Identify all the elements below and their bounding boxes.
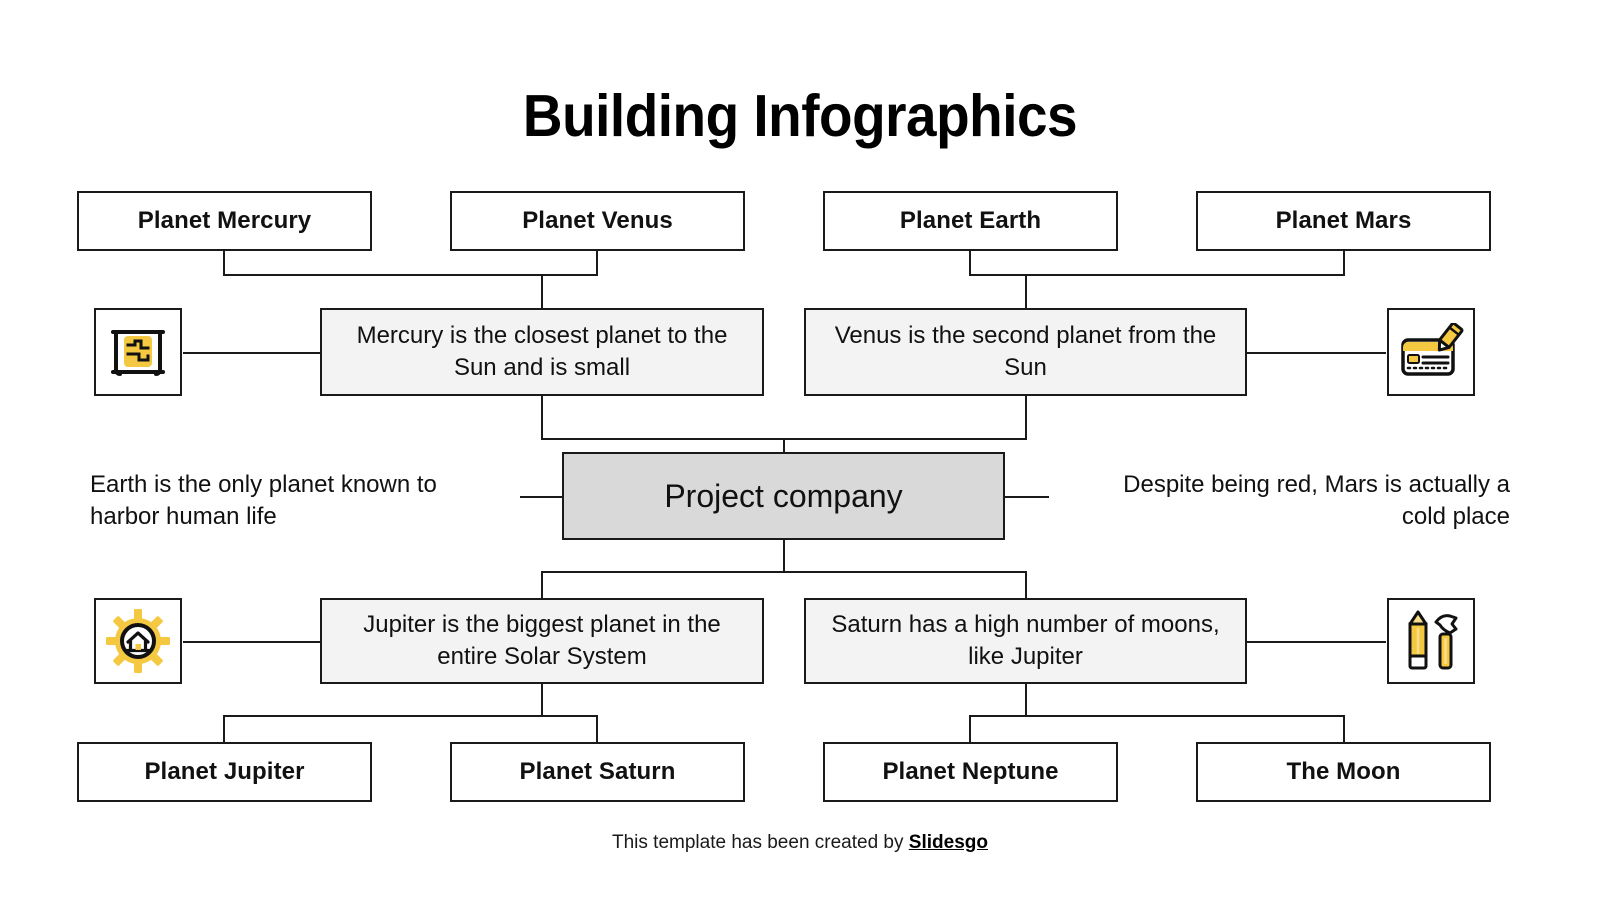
tools-icon-frame[interactable] (1387, 598, 1475, 684)
connector-neptune-label (969, 715, 971, 743)
connector-center-top-drop (783, 438, 785, 453)
description-jupiter-text: Jupiter is the biggest planet in the ent… (363, 611, 721, 670)
connector-earth-vertical (969, 250, 971, 276)
connector-permit-icon (1246, 352, 1386, 354)
blueprint-icon-frame[interactable] (94, 308, 182, 396)
permit-icon-frame[interactable] (1387, 308, 1475, 396)
planet-box-jupiter-label: Planet Jupiter (144, 758, 305, 785)
connector-center-bottom-bridge (541, 571, 1027, 573)
gear-house-icon-frame[interactable] (94, 598, 182, 684)
page-title: Building Infographics (522, 83, 1078, 149)
description-box-saturn[interactable]: Saturn has a high number of moons, like … (804, 598, 1247, 684)
description-box-mercury[interactable]: Mercury is the closest planet to the Sun… (320, 308, 764, 396)
planet-box-jupiter[interactable]: Planet Jupiter (77, 742, 372, 802)
connector-mercury-horizontal (223, 274, 541, 276)
planet-box-neptune[interactable]: Planet Neptune (823, 742, 1118, 802)
connector-blueprint-icon (183, 352, 322, 354)
connector-venus-desc-drop (1025, 274, 1027, 308)
planet-box-neptune-label: Planet Neptune (882, 758, 1059, 785)
connector-center-left (520, 496, 564, 498)
planet-box-saturn-label: Planet Saturn (519, 758, 676, 785)
connector-mars-vertical (1343, 250, 1345, 276)
side-text-mars-content: Despite being red, Mars is actually a co… (1123, 471, 1510, 530)
connector-neptune-moon-bridge (969, 715, 1345, 717)
connector-venus-desc-horizontal (969, 274, 1345, 276)
connector-center-bottom-drop (783, 540, 785, 573)
connector-gear-icon (183, 641, 322, 643)
blueprint-scroll-icon (107, 323, 169, 381)
center-node-label: Project company (664, 477, 903, 514)
connector-jupiter-label (223, 715, 225, 743)
pencil-hammer-tools-icon (1400, 610, 1462, 672)
planet-box-mercury-label: Planet Mercury (137, 207, 312, 234)
planet-box-earth-label: Planet Earth (899, 207, 1042, 234)
side-text-earth: Earth is the only planet known to harbor… (90, 469, 510, 533)
connector-mercury-vertical (223, 250, 225, 276)
connector-mercury-to-center-v (541, 396, 543, 440)
planet-box-moon-label: The Moon (1286, 758, 1401, 785)
planet-box-venus-label: Planet Venus (522, 207, 673, 234)
planet-box-mars-label: Planet Mars (1275, 207, 1412, 234)
planet-box-mercury[interactable]: Planet Mercury (77, 191, 372, 251)
connector-saturn-label (596, 715, 598, 743)
planet-box-moon[interactable]: The Moon (1196, 742, 1491, 802)
description-venus-text: Venus is the second planet from the Sun (834, 322, 1217, 381)
planet-box-saturn[interactable]: Planet Saturn (450, 742, 745, 802)
planet-box-venus[interactable]: Planet Venus (450, 191, 745, 251)
connector-to-jupiter-desc (541, 571, 543, 598)
connector-venus-vertical (596, 250, 598, 276)
side-text-mars: Despite being red, Mars is actually a co… (1090, 469, 1510, 533)
connector-to-saturn-desc (1025, 571, 1027, 598)
description-box-venus[interactable]: Venus is the second planet from the Sun (804, 308, 1247, 396)
description-box-jupiter[interactable]: Jupiter is the biggest planet in the ent… (320, 598, 764, 684)
center-node-project-company[interactable]: Project company (562, 452, 1005, 540)
side-text-earth-content: Earth is the only planet known to harbor… (90, 471, 437, 530)
footer-credit-text: This template has been created by (612, 832, 909, 853)
planet-box-mars[interactable]: Planet Mars (1196, 191, 1491, 251)
connector-center-right (1005, 496, 1049, 498)
footer-credit: This template has been created by Slides… (0, 832, 1600, 854)
connector-tools-icon (1246, 641, 1386, 643)
connector-mercury-bridge (541, 274, 598, 276)
gear-house-icon (106, 609, 170, 673)
permit-card-pencil-icon (1398, 323, 1464, 381)
slidesgo-link[interactable]: Slidesgo (908, 832, 988, 853)
connector-mercury-desc-drop (541, 274, 543, 308)
connector-jupiter-desc-drop (541, 684, 543, 717)
connector-saturn-desc-drop (1025, 684, 1027, 717)
planet-box-earth[interactable]: Planet Earth (823, 191, 1118, 251)
connector-venus-to-center-v (1025, 396, 1027, 440)
connector-jupiter-saturn-bridge (223, 715, 598, 717)
connector-moon-label (1343, 715, 1345, 743)
description-mercury-text: Mercury is the closest planet to the Sun… (356, 322, 728, 381)
description-saturn-text: Saturn has a high number of moons, like … (831, 611, 1220, 670)
